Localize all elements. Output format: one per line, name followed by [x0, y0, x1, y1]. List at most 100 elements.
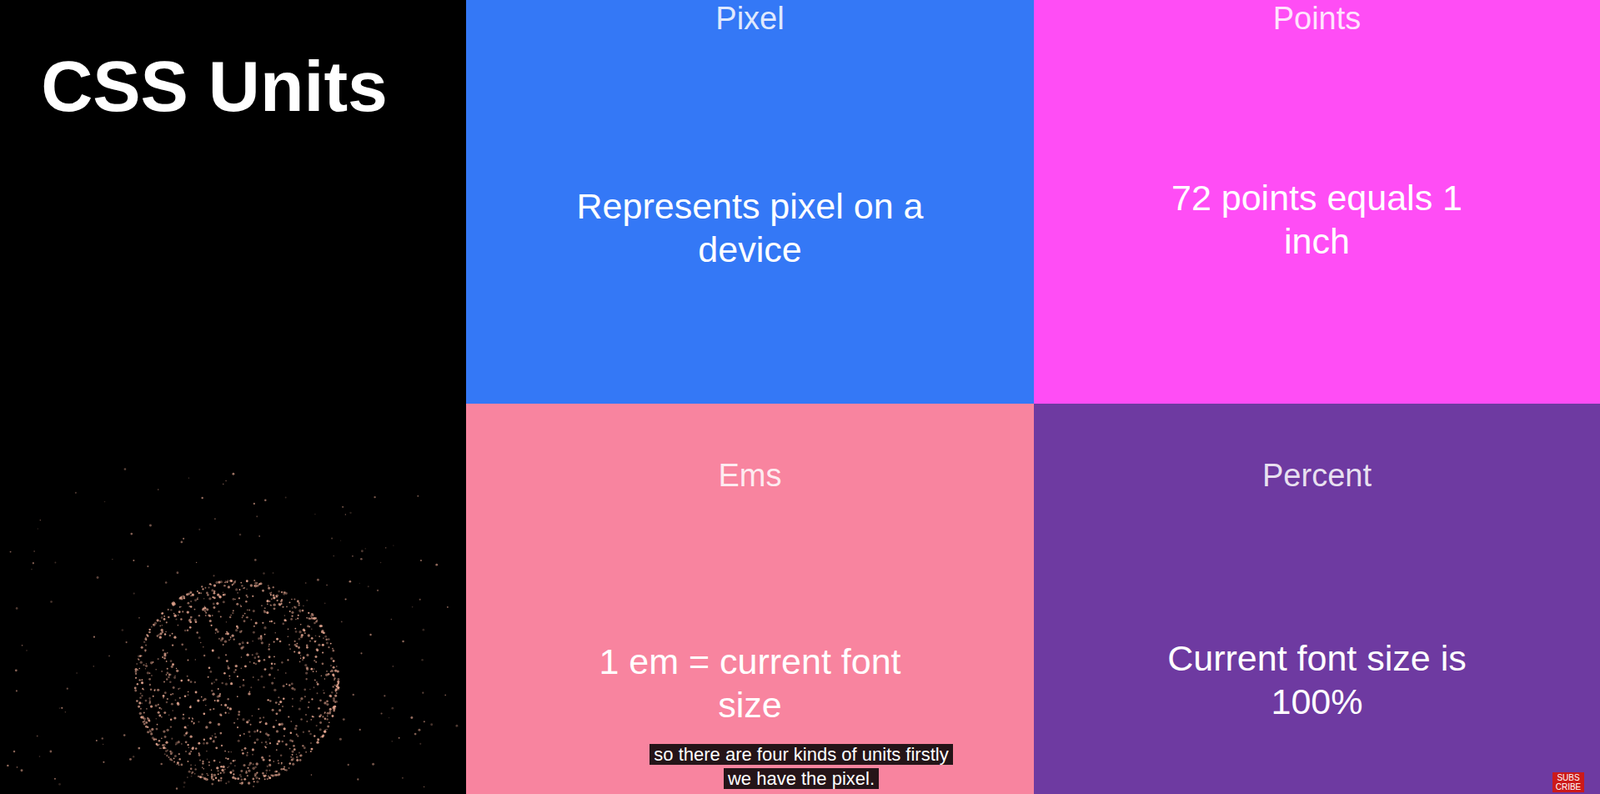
- particle-dot: [129, 757, 132, 761]
- particle-dot: [239, 734, 241, 737]
- particle-dot: [148, 677, 151, 681]
- particle-dot: [257, 636, 261, 640]
- particle-dot: [195, 561, 197, 563]
- particle-dot: [270, 597, 273, 600]
- particle-dot: [75, 672, 78, 674]
- particle-dot: [300, 633, 304, 637]
- particle-dot: [108, 654, 111, 657]
- particle-dot: [209, 670, 212, 673]
- particle-dot: [277, 739, 281, 743]
- particle-dot: [200, 775, 203, 778]
- particle-dot: [160, 616, 164, 619]
- particle-dot: [231, 634, 235, 637]
- particle-dot: [291, 705, 294, 708]
- particle-dot: [228, 712, 231, 714]
- particle-dot: [312, 670, 315, 673]
- particle-dot: [286, 658, 289, 661]
- particle-dot: [314, 640, 316, 643]
- particle-dot: [310, 773, 313, 776]
- particle-dot: [188, 717, 191, 719]
- particle-dot: [266, 764, 269, 767]
- particle-dot: [298, 609, 301, 612]
- particle-dot: [225, 581, 228, 583]
- particle-dot: [365, 547, 367, 549]
- particle-dot: [188, 605, 191, 607]
- particle-dot: [278, 773, 281, 776]
- particle-dot: [345, 513, 347, 515]
- particle-dot: [391, 740, 393, 742]
- particle-dot: [213, 591, 216, 595]
- particle-dot: [154, 688, 156, 691]
- particle-dot: [223, 672, 226, 675]
- particle-dot: [229, 707, 232, 710]
- particle-dot: [285, 768, 287, 771]
- particle-dot: [423, 720, 426, 723]
- particle-dot: [145, 707, 148, 710]
- particle-dot: [186, 776, 189, 778]
- particle-dot: [215, 746, 218, 749]
- particle-dot: [214, 732, 216, 735]
- particle-dot: [164, 735, 167, 738]
- particle-dot: [254, 558, 257, 562]
- particle-dot: [305, 671, 308, 674]
- particle-dot: [288, 767, 291, 769]
- particle-dot: [250, 686, 252, 688]
- particle-dot: [208, 596, 211, 600]
- particle-dot: [190, 767, 193, 770]
- particle-dot: [210, 773, 213, 776]
- particle-dot: [253, 780, 256, 783]
- particle-dot: [157, 488, 159, 490]
- particle-dot: [173, 757, 176, 759]
- particle-dot: [227, 585, 231, 588]
- subtitle: so there are four kinds of units firstly…: [649, 743, 953, 789]
- particle-dot: [258, 582, 261, 585]
- particle-dot: [419, 742, 422, 745]
- particle-dot: [277, 668, 280, 671]
- particle-dot: [263, 610, 266, 613]
- particle-dot: [240, 777, 244, 781]
- particle-dot: [182, 537, 185, 540]
- particle-dot: [183, 596, 186, 599]
- particle-dot: [170, 718, 173, 722]
- particle-dot: [315, 670, 318, 673]
- particle-dot: [132, 755, 135, 758]
- particle-dot: [307, 701, 310, 703]
- particle-dot: [266, 777, 269, 780]
- particle-dot: [228, 765, 231, 768]
- particle-dot: [273, 655, 276, 658]
- particle-dot: [307, 633, 311, 637]
- particle-dot: [190, 595, 192, 597]
- particle-dot: [310, 718, 312, 721]
- particle-dot: [140, 678, 143, 681]
- particle-dot: [321, 662, 325, 665]
- particle-dot: [231, 769, 235, 773]
- particle-dot: [189, 626, 192, 629]
- particle-dot: [240, 605, 242, 607]
- particle-dot: [186, 629, 189, 632]
- particle-dot: [165, 728, 169, 732]
- particle-dot: [176, 761, 180, 764]
- particle-dot: [225, 580, 227, 582]
- particle-dot: [264, 498, 267, 502]
- particle-dot: [272, 596, 276, 599]
- particle-dot: [327, 637, 331, 641]
- particle-dot: [319, 698, 322, 702]
- particle-dot: [138, 667, 141, 670]
- particle-dot: [255, 737, 259, 741]
- particle-dot: [152, 695, 155, 698]
- particle-dot: [315, 724, 318, 727]
- particle-dot: [220, 765, 223, 768]
- particle-dot: [240, 667, 242, 670]
- particle-dot: [360, 557, 363, 561]
- particle-dot: [332, 697, 336, 700]
- particle-dot: [309, 688, 311, 690]
- particle-dot: [220, 615, 222, 617]
- particle-dot: [250, 723, 252, 726]
- particle-dot: [301, 744, 305, 748]
- particle-dot: [247, 781, 251, 784]
- particle-dot: [269, 699, 272, 703]
- particle-dot: [259, 731, 261, 733]
- particle-dot: [181, 598, 184, 601]
- particle-dot: [283, 618, 286, 622]
- particle-dot: [243, 732, 246, 735]
